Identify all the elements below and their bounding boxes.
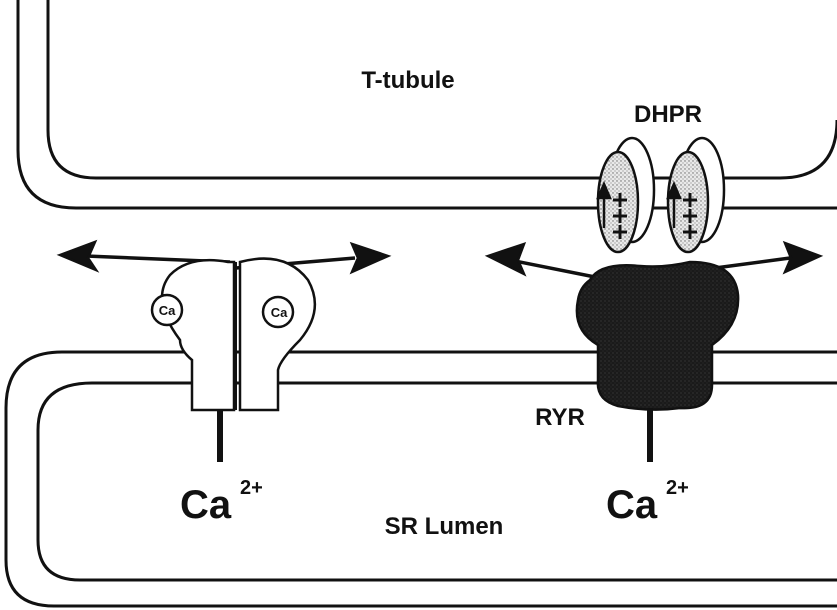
right-ca-charge-label: 2+ xyxy=(666,477,689,499)
t-tubule-membrane xyxy=(16,0,837,210)
dhpr-subunit-left xyxy=(596,136,656,254)
right-arrow-head-right xyxy=(782,240,824,275)
ryr-foot xyxy=(575,260,740,411)
left-ryr-half-right xyxy=(238,257,317,412)
ryr-label: RYR xyxy=(535,404,585,431)
left-ca-binding-site-right xyxy=(261,295,295,329)
left-ca-binding-site-left xyxy=(150,293,184,327)
t-tubule-label: T-tubule xyxy=(361,67,454,94)
left-ryr-half-left xyxy=(160,258,236,412)
left-arrow-head-right xyxy=(349,241,392,275)
right-ca-ion-label: Ca xyxy=(606,483,658,527)
dhpr-subunit-right xyxy=(666,136,726,254)
dhpr-complex xyxy=(596,136,726,254)
sr-membrane xyxy=(4,350,837,608)
left-bound-ca-label: Ca xyxy=(159,303,176,318)
dhpr-label: DHPR xyxy=(634,101,702,128)
right-arrow-head-left xyxy=(484,241,527,277)
left-ca-ion-label: Ca xyxy=(180,483,232,527)
sr-lumen-label: SR Lumen xyxy=(385,513,504,540)
right-bound-ca-label: Ca xyxy=(271,305,288,320)
left-ryr-channel xyxy=(56,239,392,462)
right-ryr-channel xyxy=(484,240,824,462)
left-ca-charge-label: 2+ xyxy=(240,477,263,499)
left-arrow-head-left xyxy=(56,239,100,273)
